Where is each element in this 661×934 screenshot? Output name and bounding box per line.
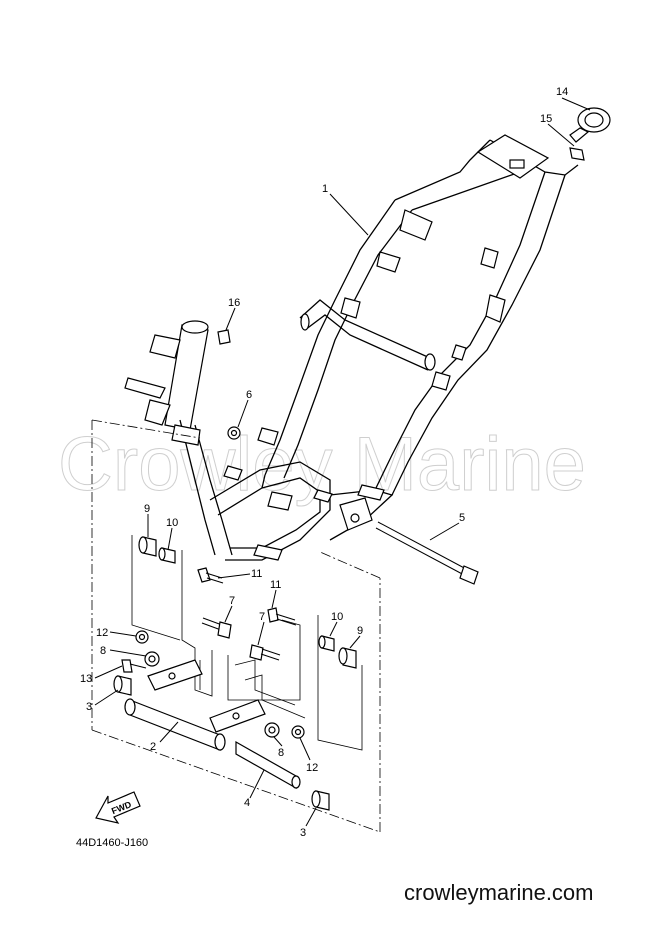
part-9-bush-right xyxy=(338,647,357,669)
callout-12a: 12 xyxy=(96,627,108,639)
fwd-arrow-icon: FWD xyxy=(95,791,141,824)
part-12-nut-right xyxy=(291,725,305,739)
callout-9b: 9 xyxy=(357,625,363,637)
part-16-nut xyxy=(217,329,231,345)
callout-16: 16 xyxy=(228,297,240,309)
main-frame xyxy=(124,134,579,561)
part-8-collar-left xyxy=(144,651,160,667)
part-7-bolt-left xyxy=(201,617,232,639)
callout-3b: 3 xyxy=(300,827,306,839)
callout-9a: 9 xyxy=(144,503,150,515)
part-6-nut xyxy=(227,426,241,440)
part-14-cap xyxy=(569,107,611,143)
part-10-collar-left xyxy=(158,547,176,564)
diagram-code: 44D1460-J160 xyxy=(76,837,148,849)
callout-10b: 10 xyxy=(331,611,343,623)
callout-7b: 7 xyxy=(259,611,265,623)
callout-12b: 12 xyxy=(306,762,318,774)
site-url: crowleymarine.com xyxy=(404,880,594,905)
part-3-bush-left xyxy=(113,675,132,696)
part-9-bush-left xyxy=(138,536,157,557)
callout-4: 4 xyxy=(244,797,250,809)
part-12-nut-left xyxy=(135,630,149,644)
part-15-clip xyxy=(569,147,585,161)
callout-6: 6 xyxy=(246,389,252,401)
callout-14: 14 xyxy=(556,86,568,98)
leader-lines xyxy=(94,97,591,827)
callout-10a: 10 xyxy=(166,517,178,529)
callout-11b: 11 xyxy=(270,579,281,591)
callout-11a: 11 xyxy=(251,568,262,580)
part-8-collar-right xyxy=(264,722,280,738)
part-4-shaft xyxy=(235,740,301,790)
callout-8b: 8 xyxy=(278,747,284,759)
callout-5: 5 xyxy=(459,512,465,524)
callout-7a: 7 xyxy=(229,595,235,607)
part-10-collar-right xyxy=(318,635,335,652)
callout-1: 1 xyxy=(322,183,328,195)
callout-8a: 8 xyxy=(100,645,106,657)
callout-2: 2 xyxy=(150,741,156,753)
part-2-bracket xyxy=(124,659,266,751)
part-3-bush-right xyxy=(311,790,330,811)
part-7-bolt-right xyxy=(249,644,281,661)
part-11-bolt-lower xyxy=(267,607,297,626)
part-11-bolt-upper xyxy=(197,567,224,584)
callout-15: 15 xyxy=(540,113,552,125)
part-5-bolt xyxy=(375,521,479,585)
callout-3a: 3 xyxy=(86,701,92,713)
part-13-bolt xyxy=(121,659,147,673)
callout-labels: 1 14 15 16 6 5 9 10 11 7 11 7 10 9 12 8 … xyxy=(80,86,568,839)
callout-13: 13 xyxy=(80,673,92,685)
exploded-view-outline xyxy=(91,419,381,833)
